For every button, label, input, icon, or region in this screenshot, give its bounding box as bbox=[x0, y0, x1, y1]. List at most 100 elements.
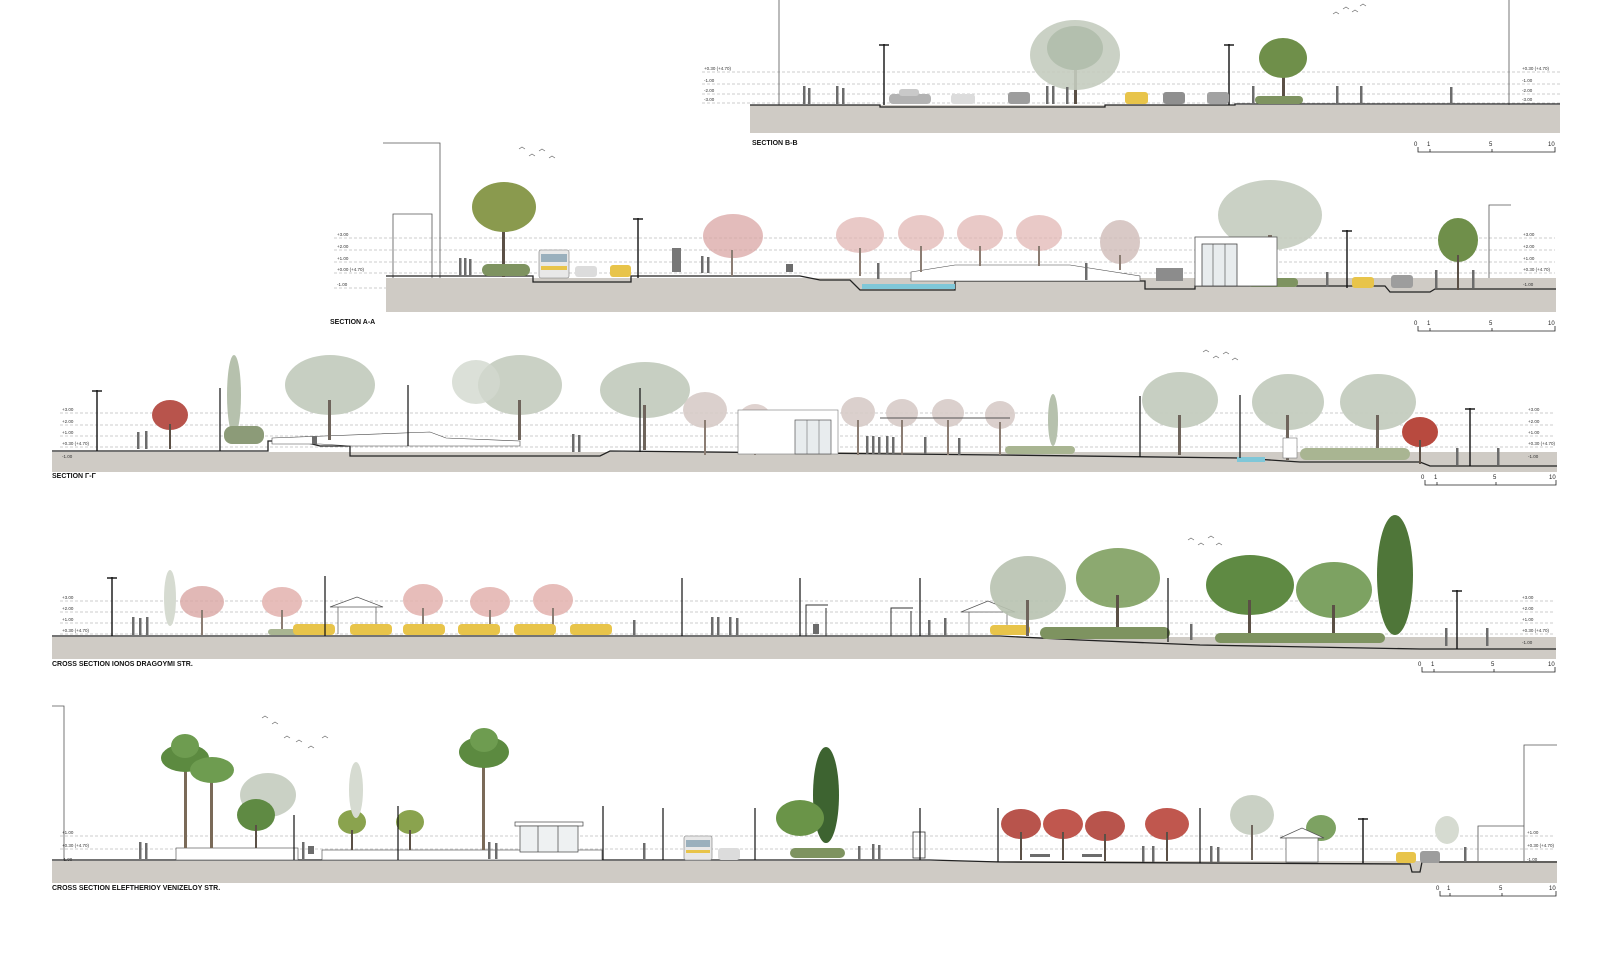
tree-icon bbox=[985, 401, 1015, 455]
birds-icon bbox=[1332, 3, 1367, 15]
section-title: CROSS SECTION IONOS DRAGOYMI STR. bbox=[52, 661, 193, 668]
scale-label: 1 bbox=[1431, 662, 1435, 668]
tree-icon bbox=[836, 217, 884, 276]
pedestrian-icon bbox=[803, 86, 1453, 104]
level-label: -1.00 bbox=[704, 78, 715, 83]
scale-label: 1 bbox=[1427, 321, 1431, 327]
level-label: +1.00 bbox=[1523, 256, 1535, 261]
scale-label: 10 bbox=[1548, 662, 1555, 668]
tree-icon bbox=[262, 587, 302, 634]
taxi-icon bbox=[1396, 852, 1416, 863]
umbrella-kiosk-icon bbox=[1279, 827, 1325, 863]
palm-tree-icon bbox=[161, 734, 209, 848]
kiosk-box bbox=[1282, 437, 1298, 459]
bus-shelter-icon bbox=[514, 821, 584, 853]
level-label: +0.30 (+4.70) bbox=[1522, 66, 1550, 71]
ground-line bbox=[52, 635, 1556, 650]
level-label: -1.00 bbox=[1522, 78, 1533, 83]
shelter-frame bbox=[912, 831, 926, 859]
palm-tree-icon bbox=[459, 728, 509, 850]
building-outline bbox=[392, 213, 433, 278]
level-label: +2.00 bbox=[62, 606, 74, 611]
street-lamp-icon bbox=[1342, 230, 1352, 288]
scale-bar: 0 1 5 10 bbox=[1414, 142, 1556, 153]
level-label: +3.00 bbox=[62, 595, 74, 600]
scale-label: 5 bbox=[1491, 662, 1495, 668]
section-title: CROSS SECTION ELEFTHERIOY VENIZELOY STR. bbox=[52, 885, 220, 892]
street-lamp-icon bbox=[879, 44, 889, 105]
cypress-icon bbox=[349, 762, 363, 818]
scale-label: 0 bbox=[1414, 321, 1418, 327]
taxi-icon bbox=[990, 625, 1030, 635]
section-g-g: +3.00 +2.00 +1.00 +0.30 (+4.70) -1.00 +3… bbox=[52, 349, 1557, 486]
level-label: +0.30 (+4.70) bbox=[1527, 843, 1555, 848]
levels-right: +1.00 +0.30 (+4.70) -1.00 bbox=[1527, 830, 1555, 862]
tree-icon bbox=[886, 399, 918, 455]
scale-bar: 0 1 5 10 bbox=[1414, 321, 1556, 332]
car-icon bbox=[718, 848, 740, 860]
building-outline bbox=[383, 142, 441, 278]
pedestrian-icon bbox=[132, 617, 1489, 646]
level-label: -1.00 bbox=[1523, 282, 1534, 287]
section-ionos-dragoymi: +3.00 +2.00 +1.00 +0.30 (+4.70) +3.00 +2… bbox=[52, 515, 1556, 673]
levels-left: +3.00 +2.00 +1.00 +0.30 (+4.70) -1.00 bbox=[62, 407, 90, 459]
scale-label: 0 bbox=[1418, 662, 1422, 668]
tree-icon bbox=[1340, 374, 1416, 460]
taxi-icon bbox=[570, 624, 612, 635]
tree-icon bbox=[478, 355, 562, 440]
level-label: +1.00 bbox=[62, 617, 74, 622]
tree-icon bbox=[1145, 808, 1189, 861]
level-label: +2.00 bbox=[1522, 606, 1534, 611]
levels-right: +3.00 +2.00 +1.00 +0.30 (+4.70) -1.00 bbox=[1523, 232, 1551, 287]
tree-icon bbox=[1296, 562, 1372, 643]
tree-icon bbox=[1030, 20, 1120, 104]
car-icon bbox=[1420, 851, 1440, 863]
bus-shelter-icon bbox=[805, 604, 828, 636]
glass-pavilion bbox=[1194, 236, 1278, 287]
levels-left: +3.00 +2.00 +1.00 +0.00 (+4.70) -1.00 bbox=[337, 232, 365, 287]
scale-label: 1 bbox=[1434, 475, 1438, 481]
level-label: +2.00 bbox=[1528, 419, 1540, 424]
tree-icon bbox=[703, 214, 763, 276]
tree-icon bbox=[776, 800, 824, 836]
level-label: +0.30 (+4.70) bbox=[1522, 628, 1550, 633]
level-label: -3.00 bbox=[704, 97, 715, 102]
car-icon bbox=[1163, 92, 1185, 104]
level-label: +0.30 (+4.70) bbox=[1528, 441, 1556, 446]
street-lamp-icon bbox=[633, 218, 643, 278]
level-label: +1.00 bbox=[62, 430, 74, 435]
tree-icon bbox=[600, 362, 690, 450]
level-label: +1.00 bbox=[1522, 617, 1534, 622]
hedge bbox=[1005, 446, 1075, 454]
street-lamp-icon bbox=[1452, 590, 1462, 649]
hedge bbox=[790, 848, 845, 858]
taxi-icon bbox=[1125, 92, 1148, 104]
level-label: -3.00 bbox=[1522, 97, 1533, 102]
level-label: +2.00 bbox=[62, 419, 74, 424]
scale-label: 1 bbox=[1427, 142, 1431, 148]
water-channel bbox=[862, 284, 955, 289]
birds-icon bbox=[261, 715, 329, 749]
level-label: -1.00 bbox=[1527, 857, 1538, 862]
street-lamp-icon bbox=[1224, 44, 1234, 105]
tree-icon bbox=[1230, 795, 1274, 860]
level-label: -1.00 bbox=[62, 454, 73, 459]
scale-label: 0 bbox=[1421, 475, 1425, 481]
levels-right: +3.00 +2.00 +1.00 +0.30 (+4.70) -1.00 bbox=[1528, 407, 1556, 459]
street-lamp-icon bbox=[92, 390, 102, 451]
car-icon bbox=[1008, 92, 1030, 104]
cypress-icon bbox=[164, 570, 176, 626]
level-label: +0.30 (+4.70) bbox=[62, 628, 90, 633]
level-label: +3.00 bbox=[1528, 407, 1540, 412]
tree-icon bbox=[1142, 372, 1218, 455]
level-label: +0.00 (+4.70) bbox=[337, 267, 365, 272]
planter-wall bbox=[175, 847, 299, 861]
car-icon bbox=[889, 89, 931, 104]
scale-label: 5 bbox=[1489, 142, 1493, 148]
scale-label: 5 bbox=[1489, 321, 1493, 327]
tree-icon bbox=[1085, 811, 1125, 861]
section-a-a: +3.00 +2.00 +1.00 +0.00 (+4.70) -1.00 +3… bbox=[330, 142, 1556, 332]
level-label: +3.00 bbox=[1523, 232, 1535, 237]
